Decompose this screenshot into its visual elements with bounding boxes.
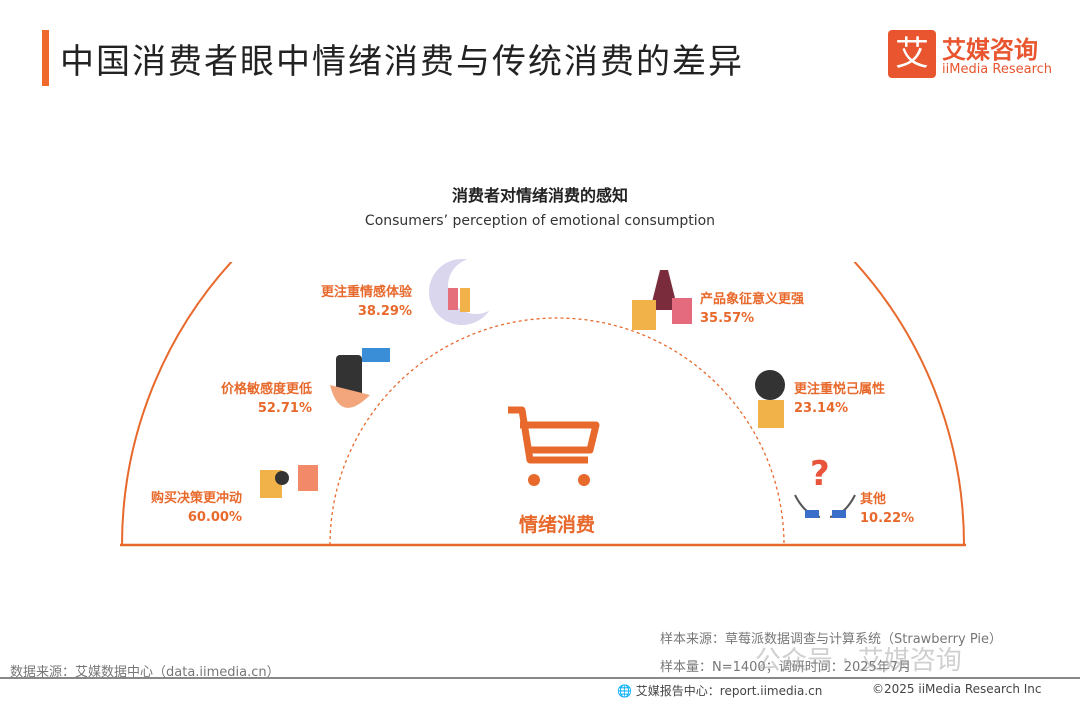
item-label: 其他 <box>860 492 887 507</box>
illustration-shopping-girl-icon <box>260 465 318 498</box>
item-other: 其他 10.22% <box>860 490 914 528</box>
copyright: ©2025 iiMedia Research Inc <box>872 682 1042 696</box>
item-label: 产品象征意义更强 <box>700 292 805 307</box>
data-source: 数据来源：艾媒数据中心（data.iimedia.cn） <box>10 665 280 680</box>
sample-size: 样本量：N=1400；调研时间：2025年7月 <box>660 660 912 675</box>
title-accent-bar <box>42 30 49 86</box>
item-emotional-experience: 更注重情感体验 38.29% <box>270 283 412 321</box>
item-value: 10.22% <box>860 511 915 526</box>
page-title: 中国消费者眼中情绪消费与传统消费的差异 <box>60 42 744 82</box>
item-impulsive: 购买决策更冲动 60.00% <box>100 489 242 527</box>
item-label: 购买决策更冲动 <box>150 491 242 506</box>
item-label: 价格敏感度更低 <box>220 382 312 397</box>
cart-wheel <box>528 474 540 486</box>
item-price-insensitive: 价格敏感度更低 52.71% <box>170 380 312 418</box>
chart-title: 消费者对情绪消费的感知 <box>451 186 628 205</box>
chart-subtitle: Consumers’ perception of emotional consu… <box>364 213 716 229</box>
item-value: 60.00% <box>187 510 242 525</box>
logo: 艾 艾媒咨询 iiMedia Research <box>888 30 1058 82</box>
report-center: 🌐 艾媒报告中心：report.iimedia.cn <box>617 684 823 698</box>
outer-arc <box>121 262 965 546</box>
item-value: 35.57% <box>700 311 755 326</box>
cart-icon <box>508 406 600 464</box>
item-symbolic-meaning: 产品象征意义更强 35.57% <box>700 290 804 328</box>
item-self-pleasing: 更注重悦己属性 23.14% <box>794 380 885 418</box>
item-value: 23.14% <box>794 401 849 416</box>
item-value: 52.71% <box>257 401 312 416</box>
item-label: 更注重情感体验 <box>320 285 412 300</box>
cart-wheel <box>578 474 590 486</box>
logo-mark: 艾 <box>888 30 936 78</box>
logo-cn: 艾媒咨询 <box>942 36 1038 64</box>
illustration-question-hands-icon: ? <box>794 454 856 518</box>
logo-en: iiMedia Research <box>942 62 1053 77</box>
svg-text:?: ? <box>810 454 830 494</box>
illustration-dress-bags-icon <box>632 270 692 330</box>
center-label: 情绪消费 <box>518 514 595 536</box>
sample-source: 样本来源：草莓派数据调查与计算系统（Strawberry Pie） <box>660 632 1002 647</box>
globe-icon: 🌐 <box>617 684 632 698</box>
illustration-moon-couple-icon <box>429 258 504 325</box>
item-label: 更注重悦己属性 <box>794 382 886 397</box>
item-value: 38.29% <box>357 304 412 319</box>
inner-dashed-arc <box>329 317 785 546</box>
watermark: 公众号 · 艾媒咨询 <box>755 646 962 676</box>
illustration-happy-woman-icon <box>755 370 785 428</box>
footer-divider <box>0 677 1080 679</box>
illustration-phone-sale-icon <box>330 348 390 408</box>
